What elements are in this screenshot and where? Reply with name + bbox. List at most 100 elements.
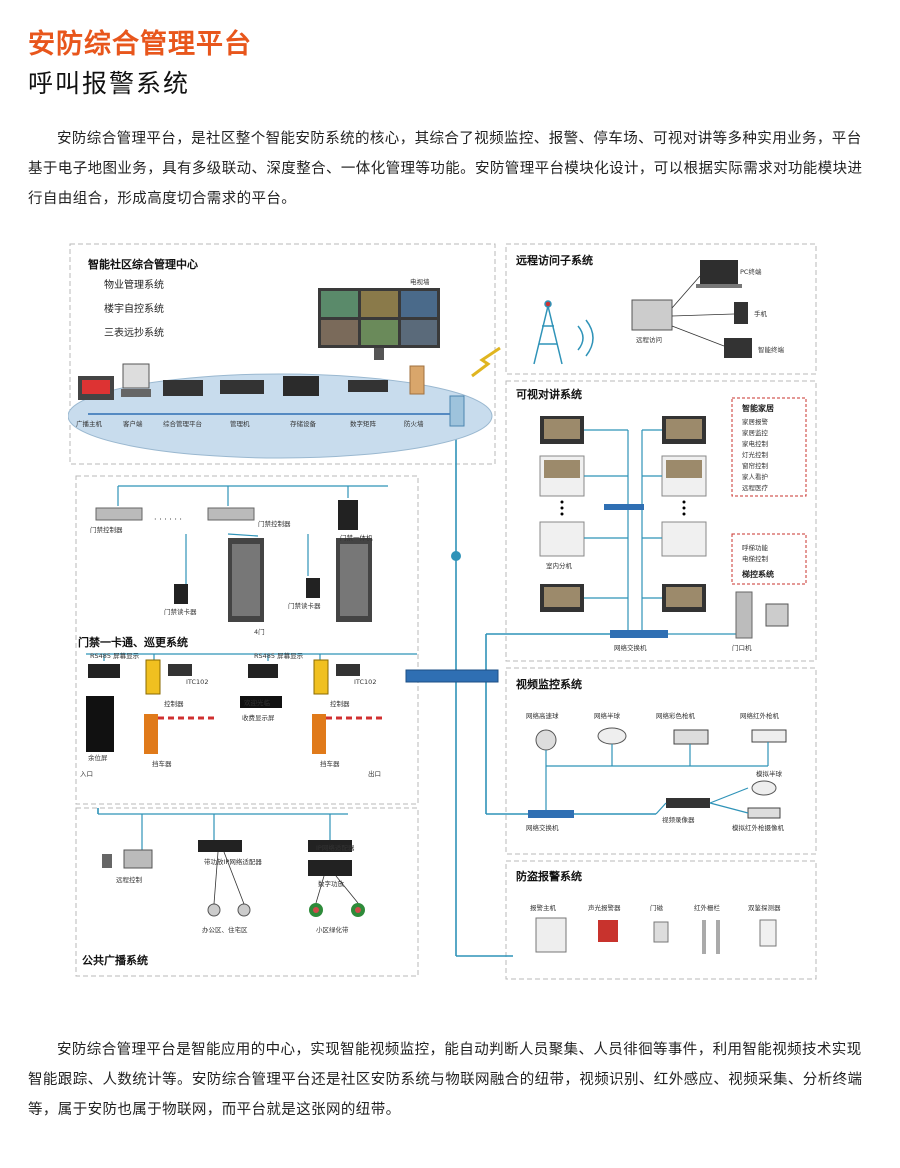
analog-dome-label: 模拟半球 <box>756 769 783 778</box>
pc-terminal-icon <box>696 260 742 288</box>
video-cameras <box>535 727 787 819</box>
entry-machine-label: 余位屏 <box>88 753 108 762</box>
indoor-monitors-right <box>661 416 707 612</box>
intercom-switch-top <box>604 504 644 510</box>
center-title: 智能社区综合管理中心 <box>88 257 198 271</box>
system-architecture-diagram: 智能社区综合管理中心 物业管理系统 楼宇自控系统 三表远抄系统 电视墙 广播主机… <box>68 236 824 984</box>
antenna-tower-icon <box>533 300 594 365</box>
smart-home-box <box>731 397 807 497</box>
access-box <box>75 475 419 805</box>
reader-2-label: 门禁读卡器 <box>288 601 321 610</box>
access-controller-1-label: 门禁控制器 <box>90 525 123 534</box>
intercom-box <box>505 380 817 662</box>
parking-devices <box>86 659 386 754</box>
video-wall-icon <box>318 288 440 360</box>
video-box <box>505 667 817 855</box>
phone-icon <box>734 302 748 324</box>
door-station-icon <box>735 591 789 639</box>
access-title: 门禁一卡通、巡更系统 <box>78 635 188 649</box>
video-cam-3-label: 网络彩色枪机 <box>656 711 696 720</box>
intercom-title: 可视对讲系统 <box>516 387 582 401</box>
itc-right-label: ITC102 <box>354 678 376 686</box>
remote-box <box>505 243 817 375</box>
page-title: 安防综合管理平台 <box>28 29 252 60</box>
alarm-devices <box>535 917 777 954</box>
access-controller-2-label: 门禁控制器 <box>258 519 291 528</box>
center-device-4: 管理机 <box>230 419 250 428</box>
itc-left-label: ITC102 <box>186 678 208 686</box>
door-station-label: 门口机 <box>732 643 752 652</box>
amp2-label: IP网络适配器 <box>316 843 355 852</box>
smart-terminal-icon <box>724 338 752 358</box>
smart-home-item-6: 家人看护 <box>742 472 768 481</box>
pc-terminal-label: PC终端 <box>740 267 762 276</box>
led-text: 欢迎光临 <box>244 698 271 707</box>
smart-terminal-label: 智能终端 <box>758 345 785 354</box>
closing-paragraph: 安防综合管理平台是智能应用的中心，实现智能视频监控，能自动判断人员聚集、人员徘徊… <box>28 1042 863 1118</box>
fee-display-label: 收费显示屏 <box>242 713 275 722</box>
center-devices <box>78 363 465 427</box>
ctrl-left-label: 控制器 <box>164 699 184 708</box>
elevator-item-1: 呼梯功能 <box>742 543 769 552</box>
video-switch-icon <box>528 810 574 818</box>
broadcast-devices <box>102 840 365 917</box>
link-node-icon <box>451 551 461 561</box>
barrier-right-label: 挡车器 <box>320 759 340 768</box>
zone-1-label: 办公区、住宅区 <box>202 925 248 934</box>
access-wiring <box>86 485 417 666</box>
alarm-title: 防盗报警系统 <box>516 869 582 883</box>
amp1-label: 带功放IP网络适配器 <box>204 857 262 866</box>
phone-label: 手机 <box>754 309 768 318</box>
alarm-device-2-label: 声光报警器 <box>588 903 621 912</box>
alarm-device-5-label: 双鉴探测器 <box>748 903 781 912</box>
page-subtitle: 呼叫报警系统 <box>28 69 191 98</box>
zone-2-label: 小区绿化带 <box>316 925 349 934</box>
video-cam-1-label: 网络高速球 <box>526 711 559 720</box>
smart-home-item-5: 窗帘控制 <box>742 461 769 470</box>
dots-label: · · · · · · <box>154 515 182 524</box>
center-device-7: 防火墙 <box>404 419 424 428</box>
smart-home-item-7: 远程医疗 <box>742 483 769 492</box>
video-wall-label: 电视墙 <box>410 277 430 286</box>
remote-title: 远程访问子系统 <box>516 253 593 267</box>
core-switch-icon <box>405 669 499 683</box>
remote-control-label: 远程控制 <box>116 875 143 884</box>
center-system-1: 物业管理系统 <box>104 278 164 291</box>
broadcast-box <box>75 807 419 977</box>
smart-home-item-2: 家居监控 <box>742 428 769 437</box>
alarm-box <box>505 860 817 980</box>
intro-paragraph: 安防综合管理平台，是社区整个智能安防系统的核心，其综合了视频监控、报警、停车场、… <box>28 131 863 207</box>
video-recorder-label: 视频录像器 <box>662 815 695 824</box>
remote-access-label: 远程访问 <box>636 335 662 344</box>
center-system-3: 三表远抄系统 <box>104 326 164 339</box>
video-switch-label: 网络交换机 <box>526 823 559 832</box>
center-device-6: 数字矩阵 <box>350 419 377 428</box>
analog-ir-label: 模拟红外枪摄像机 <box>732 823 785 832</box>
smart-home-item-1: 家居报警 <box>742 417 769 426</box>
center-device-5: 存储设备 <box>290 419 317 428</box>
smart-home-item-4: 灯光控制 <box>742 450 769 459</box>
smart-home-title: 智能家居 <box>742 403 774 413</box>
video-cam-2-label: 网络半球 <box>594 711 621 720</box>
display-left-label: RS485 屏幕显示 <box>90 651 140 660</box>
smart-home-item-3: 家电控制 <box>742 439 769 448</box>
entrance-label: 入口 <box>80 770 93 778</box>
intercom-switch-label: 网络交换机 <box>614 643 647 652</box>
barrier-left-label: 挡车器 <box>152 759 172 768</box>
center-device-2: 客户端 <box>123 419 143 428</box>
elevator-box <box>731 533 807 585</box>
video-cam-4-label: 网络红外枪机 <box>740 711 780 720</box>
display-right-label: RS485 屏幕显示 <box>254 651 304 660</box>
indoor-monitors-left <box>539 416 585 612</box>
center-device-3: 综合管理平台 <box>163 419 202 428</box>
exit-label: 出口 <box>368 769 381 778</box>
center-box <box>69 243 496 465</box>
elevator-title: 梯控系统 <box>742 569 774 579</box>
indoor-unit-label: 室内分机 <box>546 561 573 570</box>
wireless-link-icon <box>471 346 501 378</box>
all-in-one-label: 门禁一体机 <box>340 533 373 542</box>
alarm-device-3-label: 门磁 <box>650 903 664 912</box>
center-device-1: 广播主机 <box>76 419 103 428</box>
digital-amp-label: 数字功放 <box>318 879 345 888</box>
video-title: 视频监控系统 <box>516 677 582 691</box>
